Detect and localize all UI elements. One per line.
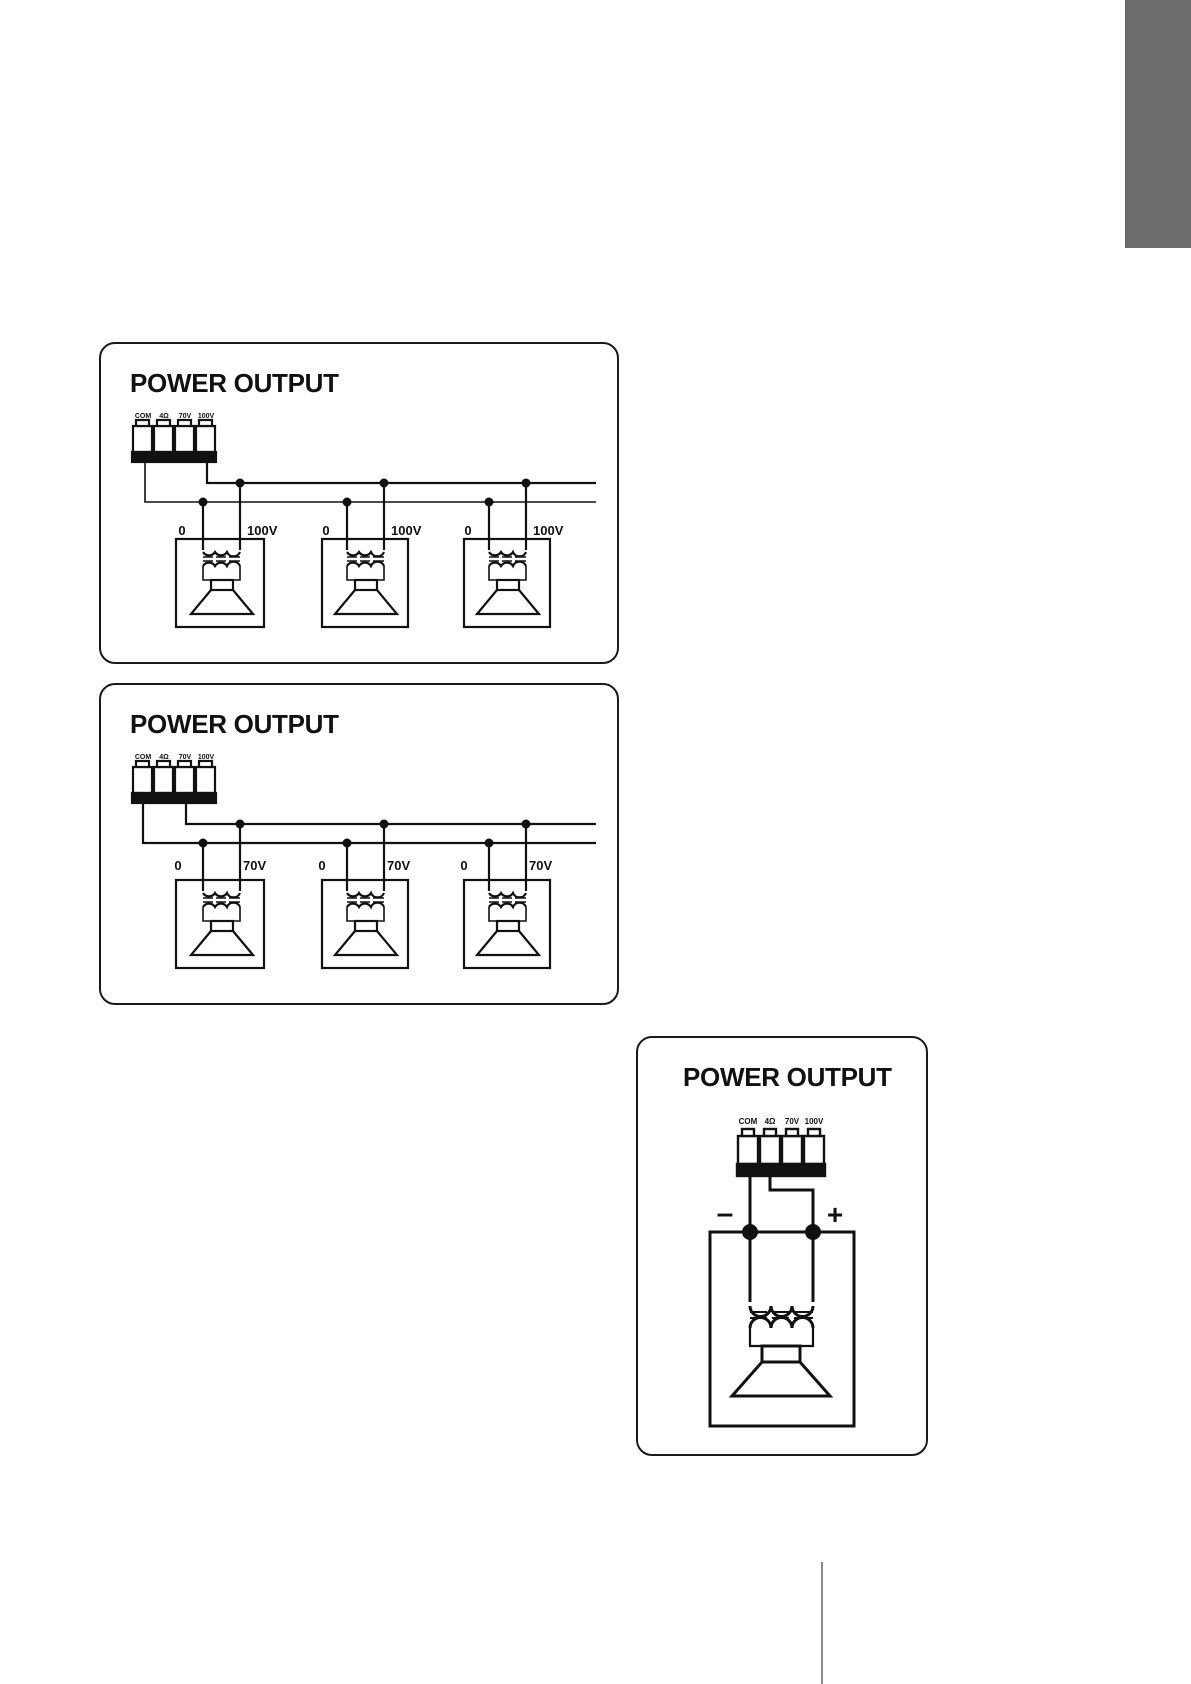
terminal-100v [804,1129,824,1164]
terminal-base [737,1164,825,1176]
terminal-100v [196,420,215,452]
speaker-1-left-label: 0 [174,858,181,873]
bus-wire-70v [186,803,596,824]
terminal-label-100v: 100V [198,413,215,420]
terminal-100v [196,761,215,793]
speaker-unit-1 [176,479,264,628]
speaker-1-left-label: 0 [178,523,185,538]
speaker-unit-2 [322,820,408,969]
diagram-panel-70v: COM 4Ω 70V 100V 0 70V 0 70V 0 70V POWER … [99,683,619,1005]
speaker-3-left-label: 0 [460,858,467,873]
speaker-3-right-label: 70V [529,858,552,873]
speaker-unit-2 [322,479,408,628]
diagram-panel-100v: COM 4Ω 70V 100V 0 100V 0 100V 0 100V POW… [99,342,619,664]
plus-label: + [827,1199,843,1230]
speaker-unit [710,1232,854,1426]
speaker-2-left-label: 0 [318,858,325,873]
terminal-label-com: COM [135,413,152,420]
terminal-label-4ohm: 4Ω [159,413,169,420]
terminal-label-com: COM [739,1117,758,1126]
terminal-70v [782,1129,802,1164]
terminal-4ohm [154,761,173,793]
terminal-4ohm [760,1129,780,1164]
terminal-label-com: COM [135,754,152,761]
terminal-label-70v: 70V [785,1117,800,1126]
terminal-label-100v: 100V [805,1117,824,1126]
terminal-com [133,761,152,793]
minus-label: – [717,1197,734,1230]
section-tab [1125,0,1191,248]
plus-junction [805,1224,821,1240]
terminal-block [132,420,216,462]
minus-junction [742,1224,758,1240]
bus-wire-100v [207,462,596,483]
speaker-unit-3 [464,479,550,628]
terminal-4ohm [154,420,173,452]
wiring-diagram-4ohm: COM 4Ω 70V 100V – + [638,1038,926,1454]
speaker-1-right-label: 70V [243,858,266,873]
speaker-2-right-label: 70V [387,858,410,873]
speaker-unit-3 [464,820,550,969]
wire-plus [770,1176,813,1232]
terminal-label-70v: 70V [179,413,192,420]
terminal-block [737,1129,825,1176]
speaker-2-right-label: 100V [391,523,422,538]
terminal-70v [175,420,194,452]
terminal-com [133,420,152,452]
terminal-base [132,452,216,462]
panel-title: POWER OUTPUT [130,368,339,399]
panel-title: POWER OUTPUT [130,709,339,740]
speaker-1-right-label: 100V [247,523,278,538]
terminal-70v [175,761,194,793]
diagram-panel-4ohm: COM 4Ω 70V 100V – + POWER OUTPUT [636,1036,928,1456]
terminal-label-4ohm: 4Ω [765,1117,776,1126]
speaker-3-right-label: 100V [533,523,564,538]
terminal-label-4ohm: 4Ω [159,754,169,761]
terminal-com [738,1129,758,1164]
panel-title: POWER OUTPUT [683,1062,892,1093]
terminal-block [132,761,216,803]
terminal-label-70v: 70V [179,754,192,761]
terminal-label-100v: 100V [198,754,215,761]
speaker-3-left-label: 0 [464,523,471,538]
speaker-2-left-label: 0 [322,523,329,538]
speaker-unit-1 [176,820,264,969]
footer-divider [821,1562,823,1684]
terminal-base [132,793,216,803]
